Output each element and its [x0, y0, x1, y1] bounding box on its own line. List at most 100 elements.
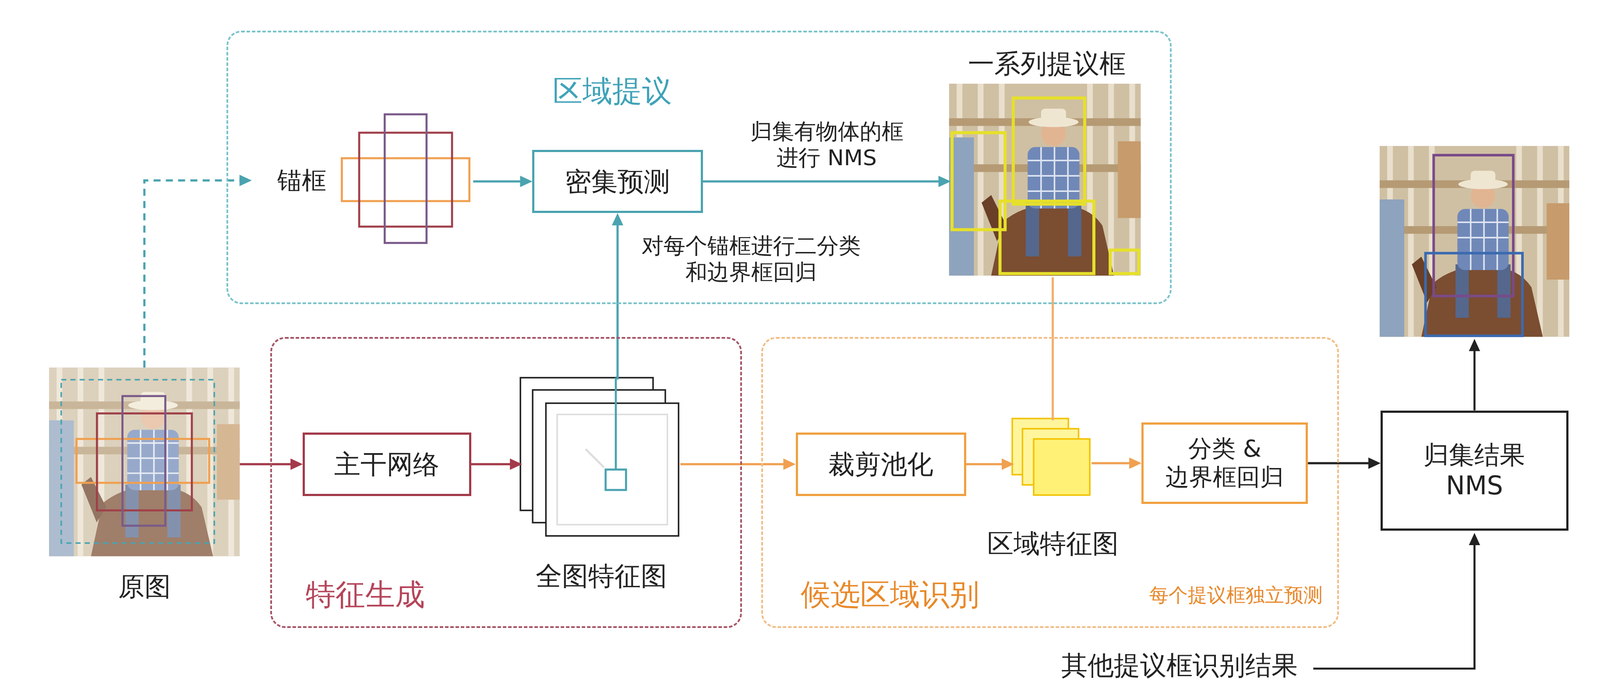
heading-slot: 区域提议 — [552, 73, 672, 110]
anchor-boxes — [341, 114, 470, 244]
anchor-label: 锚框 — [277, 165, 327, 195]
caption-slot: 全图特征图 — [535, 559, 668, 592]
proposal-photo-part — [949, 83, 1141, 276]
leader-arrow-part — [1473, 349, 1476, 410]
arrow-head — [239, 174, 252, 187]
region-feature-stack — [1012, 418, 1090, 495]
process-box: 归集结果 NMS — [1380, 410, 1569, 531]
connector-line — [702, 180, 940, 183]
anchor-boxes-part — [359, 132, 453, 227]
connector — [966, 458, 1015, 470]
proposal-photo-part-part — [1110, 250, 1139, 274]
connector — [471, 458, 523, 470]
proposal-photo-part — [952, 98, 1139, 274]
proposal-photo — [949, 83, 1141, 276]
connector — [144, 174, 252, 368]
proposal-photo-part-part — [1013, 98, 1085, 205]
connector — [1091, 457, 1142, 469]
connector — [473, 175, 533, 188]
feature-map-stack-part — [605, 469, 627, 491]
region-panel: 特征生成主干网络全图特征图 — [270, 336, 742, 628]
source-photo-part — [96, 413, 192, 510]
box-label: 密集预测 — [565, 165, 671, 198]
box-label: 裁剪池化 — [828, 448, 934, 480]
arrow-head — [509, 458, 523, 470]
image-panel: 原图 — [49, 367, 241, 557]
edge-label-slot: 归集有物体的框 进行 NMS — [734, 118, 919, 171]
caption-slot: 一系列提议框 — [967, 47, 1126, 80]
heading-slot: 候选区域识别 — [800, 576, 980, 613]
process-box: 分类 & 边界框回归 — [1141, 422, 1308, 504]
region-heading: 特征生成 — [305, 576, 425, 613]
process-box: 裁剪池化 — [795, 432, 967, 496]
arrow-head — [519, 175, 533, 188]
edge-label: 归集有物体的框 进行 NMS — [734, 118, 919, 171]
connector-line — [239, 462, 292, 466]
arrow-head — [783, 458, 796, 470]
caption-slot: 原图 — [118, 570, 171, 602]
feature-map-stack-part — [557, 414, 668, 525]
arrow-head — [290, 458, 303, 470]
caption: 全图特征图 — [535, 559, 668, 592]
caption: 区域特征图 — [987, 527, 1119, 559]
edge-label: 对每个锚框进行二分类 和边界框回归 — [632, 232, 870, 286]
source-photo — [49, 367, 241, 557]
leader-arrow-part — [1469, 338, 1481, 351]
caption-slot: 区域特征图 — [987, 527, 1119, 559]
image-panel: 一系列提议框 — [950, 85, 1143, 278]
connector-line — [144, 180, 241, 368]
feature-map-stack-part — [545, 402, 679, 536]
leader-arrow-part — [1469, 532, 1481, 545]
connector-line — [473, 180, 521, 183]
connector-line — [1091, 462, 1131, 465]
feature-map: 全图特征图 — [522, 379, 681, 538]
box-label: 归集结果 NMS — [1408, 439, 1540, 501]
feature-map-stack-part — [585, 448, 604, 468]
anchor-boxes-part — [341, 158, 470, 202]
caption: 一系列提议框 — [967, 47, 1126, 80]
anchor-boxes-part — [384, 114, 427, 244]
arrow-head — [1001, 458, 1014, 470]
heading-slot: 每个提议框独立预测 — [1149, 583, 1323, 607]
result-photo-part — [1379, 145, 1570, 337]
result-photo — [1379, 145, 1570, 337]
arrow-head — [1129, 457, 1142, 469]
source-photo-part — [49, 367, 241, 557]
source-photo-part — [49, 367, 241, 557]
connector — [611, 212, 624, 380]
region-heading: 区域提议 — [552, 73, 672, 110]
region-feature-stack-part — [1033, 438, 1090, 495]
arrow-head — [611, 212, 624, 226]
region-panel: 候选区域识别每个提议框独立预测裁剪池化区域特征图分类 & 边界框回归 — [761, 336, 1339, 628]
process-box: 主干网络 — [302, 432, 471, 496]
result-photo-part — [1425, 253, 1523, 336]
connector-line — [616, 224, 619, 380]
region-heading: 候选区域识别 — [800, 576, 980, 613]
connector-line — [471, 462, 512, 466]
source-photo-part — [61, 379, 215, 544]
note-label: 其他提议框识别结果 — [1061, 649, 1298, 681]
connector — [1052, 277, 1053, 421]
box-label: 主干网络 — [334, 448, 440, 480]
connector-line — [680, 462, 785, 466]
connector — [1307, 457, 1381, 469]
box-label: 分类 & 边界框回归 — [1154, 434, 1295, 492]
connector — [680, 458, 796, 470]
note-slot: 其他提议框识别结果 — [1061, 649, 1298, 681]
heading-slot: 特征生成 — [305, 576, 425, 613]
feature-map: 区域特征图 — [1013, 420, 1092, 497]
proposal-photo-part-part — [999, 201, 1094, 274]
connector-line — [1051, 277, 1054, 421]
arrow-head — [938, 175, 951, 188]
connector-line — [966, 462, 1004, 466]
result-photo-part — [1433, 155, 1514, 296]
caption: 原图 — [118, 570, 171, 602]
edge-label-slot: 对每个锚框进行二分类 和边界框回归 — [632, 232, 870, 286]
proposal-photo-part-part — [952, 132, 1006, 230]
feature-map-stack-part — [614, 377, 618, 470]
connector — [702, 175, 951, 188]
arrow-head — [1368, 457, 1381, 469]
